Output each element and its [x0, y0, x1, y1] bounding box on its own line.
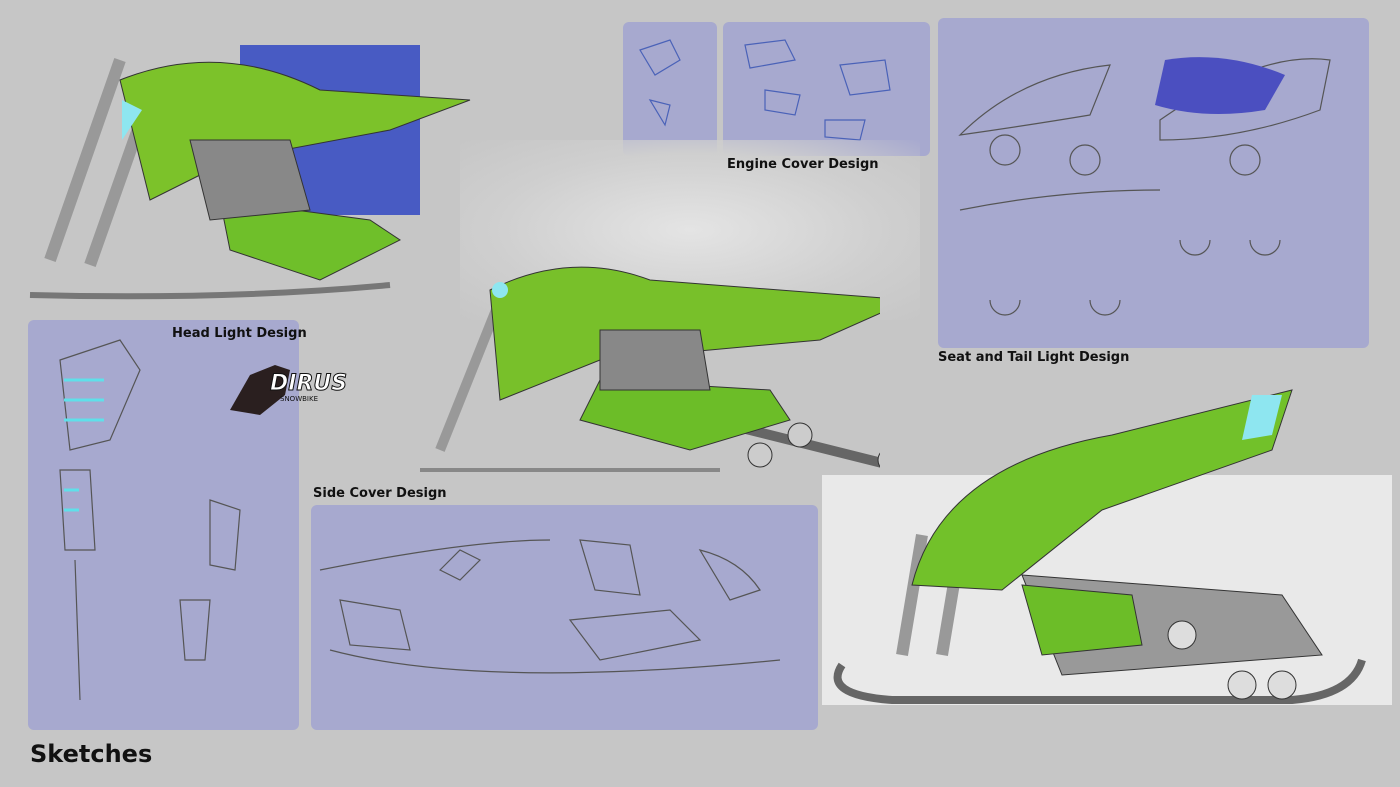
- head-light-label: Head Light Design: [172, 326, 307, 341]
- side-cover-sketch-panel: [311, 505, 818, 730]
- page-title: Sketches: [30, 740, 153, 768]
- seat-tail-light-sketch-panel: [938, 18, 1369, 348]
- engine-cover-label: Engine Cover Design: [727, 157, 879, 172]
- svg-text:SNOWBIKE: SNOWBIKE: [280, 395, 318, 403]
- dirus-logo: DIRUS SNOWBIKE: [230, 365, 348, 415]
- snowbike-sketch-center: [420, 266, 880, 472]
- engine-cover-sketch-panel: [723, 22, 930, 156]
- snowbike-sketch-top-left: [29, 45, 471, 300]
- side-cover-label: Side Cover Design: [313, 486, 447, 501]
- snowbike-sketch-bottom-right: [822, 389, 1392, 705]
- svg-text:DIRUS: DIRUS: [270, 371, 347, 396]
- seat-tail-light-label: Seat and Tail Light Design: [938, 350, 1130, 365]
- engine-cover-sketch-panel-small: [623, 22, 717, 156]
